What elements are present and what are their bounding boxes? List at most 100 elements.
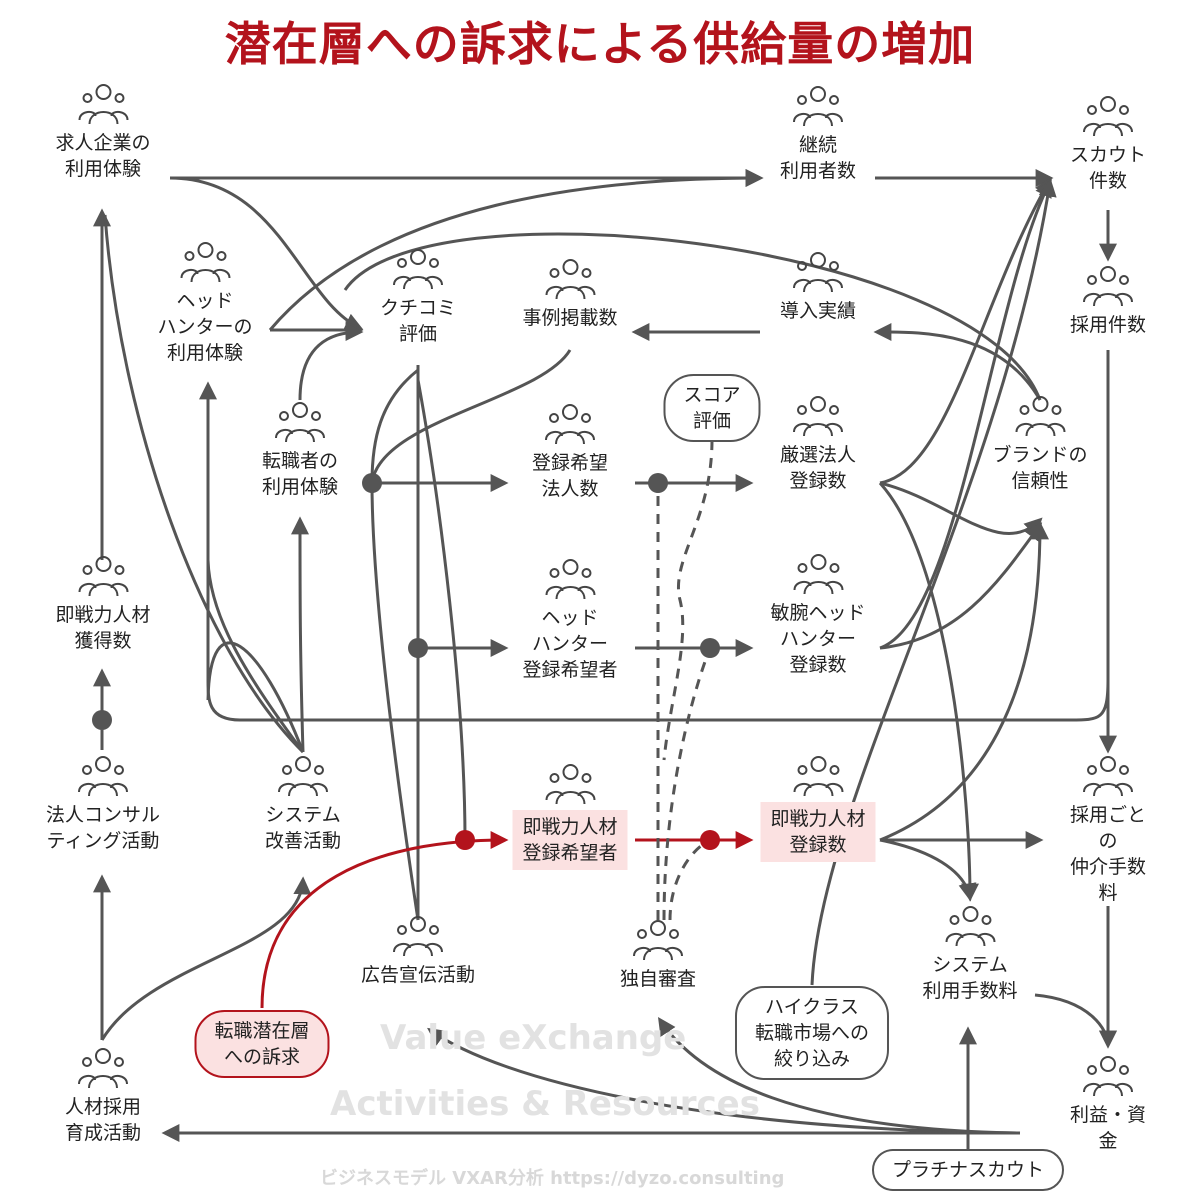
edge-arrow [878,481,979,902]
node-tenshokusha-taiken: 転職者の 利用体験 [258,398,342,500]
node-label: 導入実績 [776,298,860,324]
junction-dot [92,710,112,730]
edge-arrow [662,647,712,921]
hh-kibousha-icon [519,555,620,603]
edge-arrow [103,214,305,754]
node-scout: スカウト 件数 [1066,92,1150,194]
node-label: 法人コンサル ティング活動 [42,802,164,854]
bubble-platinum: プラチナスカウト [871,1149,1065,1191]
edge-arrow [662,439,714,761]
sokusenryoku-kakutoku-icon [52,552,153,600]
node-touroku-houjin: 登録希望 法人数 [528,400,612,502]
node-system-fee: システム 利用手数料 [919,902,1021,1004]
watermark-line2: Activities & Resources [330,1084,760,1124]
junction-dot [700,638,720,658]
node-label: 継続 利用者数 [776,132,860,184]
node-label: 採用件数 [1066,312,1150,338]
node-jinzai-saiyo: 人材採用 育成活動 [61,1044,145,1146]
touroku-houjin-icon [529,400,611,448]
edge-arrow [343,232,1042,401]
keizoku-icon [777,82,859,130]
tenshokusha-taiken-icon [259,398,341,446]
kuchikomi-icon [377,245,459,293]
edge-arrow [810,178,1057,986]
node-label: 利益・資金 [1062,1102,1154,1154]
node-sokusen-touroku: 即戦力人材 登録数 [760,752,876,862]
footer-credit: ビジネスモデル VXAR分析 https://dyzo.consulting [320,1168,785,1189]
node-chukai: 採用ごとの 仲介手数料 [1062,752,1154,906]
node-label: スカウト 件数 [1066,142,1150,194]
edge-arrow [879,521,1049,842]
node-label: ブランドの 信頼性 [989,442,1091,494]
node-label: 即戦力人材 獲得数 [52,602,154,654]
node-jirei: 事例掲載数 [519,255,621,331]
node-label: 求人企業の 利用体験 [52,130,154,182]
edge-arrow [298,323,364,401]
edge-arrow [206,641,305,753]
node-label: 登録希望 法人数 [528,450,612,502]
node-brand: ブランドの 信頼性 [989,392,1091,494]
node-label: 即戦力人材 登録希望者 [512,810,628,870]
edge-arrow [879,178,1052,650]
node-hh-kibousha: ヘッド ハンター 登録希望者 [519,555,621,683]
node-label: 採用ごとの 仲介手数料 [1062,802,1154,906]
node-label: ヘッド ハンター 登録希望者 [519,605,621,683]
node-headhunter-taiken: ヘッド ハンターの 利用体験 [154,238,256,366]
node-label: 即戦力人材 登録数 [760,802,876,862]
binwan-hh-icon [767,550,868,598]
junction-dot [700,830,720,850]
bubble-senzai: 転職潜在層 への訴求 [194,1010,330,1078]
node-sokusenryoku-kakutoku: 即戦力人材 獲得数 [52,552,154,654]
node-label: 厳選法人 登録数 [776,442,860,494]
system-fee-icon [919,902,1020,950]
node-rieki: 利益・資金 [1062,1052,1154,1154]
system-kaizen-icon [262,752,344,800]
node-label: 転職者の 利用体験 [258,448,342,500]
edge-arrow [370,482,420,921]
junction-dot [648,473,668,493]
headhunter-taiken-icon [154,238,255,286]
edge-arrow [879,522,1043,650]
kyujin-kigyo-icon [52,80,153,128]
node-label: 人材採用 育成活動 [61,1094,145,1146]
gensen-houjin-icon [777,392,859,440]
rieki-icon [1062,1052,1154,1100]
dounyu-icon [777,248,859,296]
edge-arrow [100,876,312,1041]
edge-arrow [873,322,1042,401]
node-label: システム 改善活動 [261,802,345,854]
edge-arrow [879,838,977,902]
sokusen-touroku-icon [760,752,875,800]
edge-arrow [370,349,572,484]
edge-arrow [291,516,310,753]
node-dokuji-shinsa: 独自審査 [616,916,700,992]
junction-dot [408,638,428,658]
node-label: 敏腕ヘッド ハンター 登録数 [767,600,869,678]
node-label: クチコミ 評価 [376,295,460,347]
edge-arrow [268,169,764,331]
bubble-highclass: ハイクラス 転職市場への 絞り込み [734,986,890,1080]
edge-arrow [1034,993,1117,1049]
houjin-consulting-icon [43,752,163,800]
jinzai-saiyo-icon [62,1044,144,1092]
node-gensen-houjin: 厳選法人 登録数 [776,392,860,494]
node-houjin-consulting: 法人コンサル ティング活動 [42,752,164,854]
edge-arrow [169,176,364,331]
node-label: 独自審査 [616,966,700,992]
koukoku-icon [358,912,478,960]
node-label: ヘッド ハンターの 利用体験 [154,288,256,366]
edge-arrow [668,838,711,921]
node-keizoku: 継続 利用者数 [776,82,860,184]
edge-arrow [427,1027,1021,1135]
node-kuchikomi: クチコミ 評価 [376,245,460,347]
node-label: 事例掲載数 [519,305,621,331]
node-binwan-hh: 敏腕ヘッド ハンター 登録数 [767,550,869,678]
node-kyujin-kigyo: 求人企業の 利用体験 [52,80,154,182]
node-system-kaizen: システム 改善活動 [261,752,345,854]
edge-arrow [658,1017,1021,1135]
sokusen-kibousha-icon [512,760,627,808]
node-sokusen-kibousha: 即戦力人材 登録希望者 [512,760,628,870]
scout-icon [1067,92,1149,140]
saiyo-icon [1067,262,1149,310]
page-title: 潜在層への訴求による供給量の増加 [224,17,976,71]
